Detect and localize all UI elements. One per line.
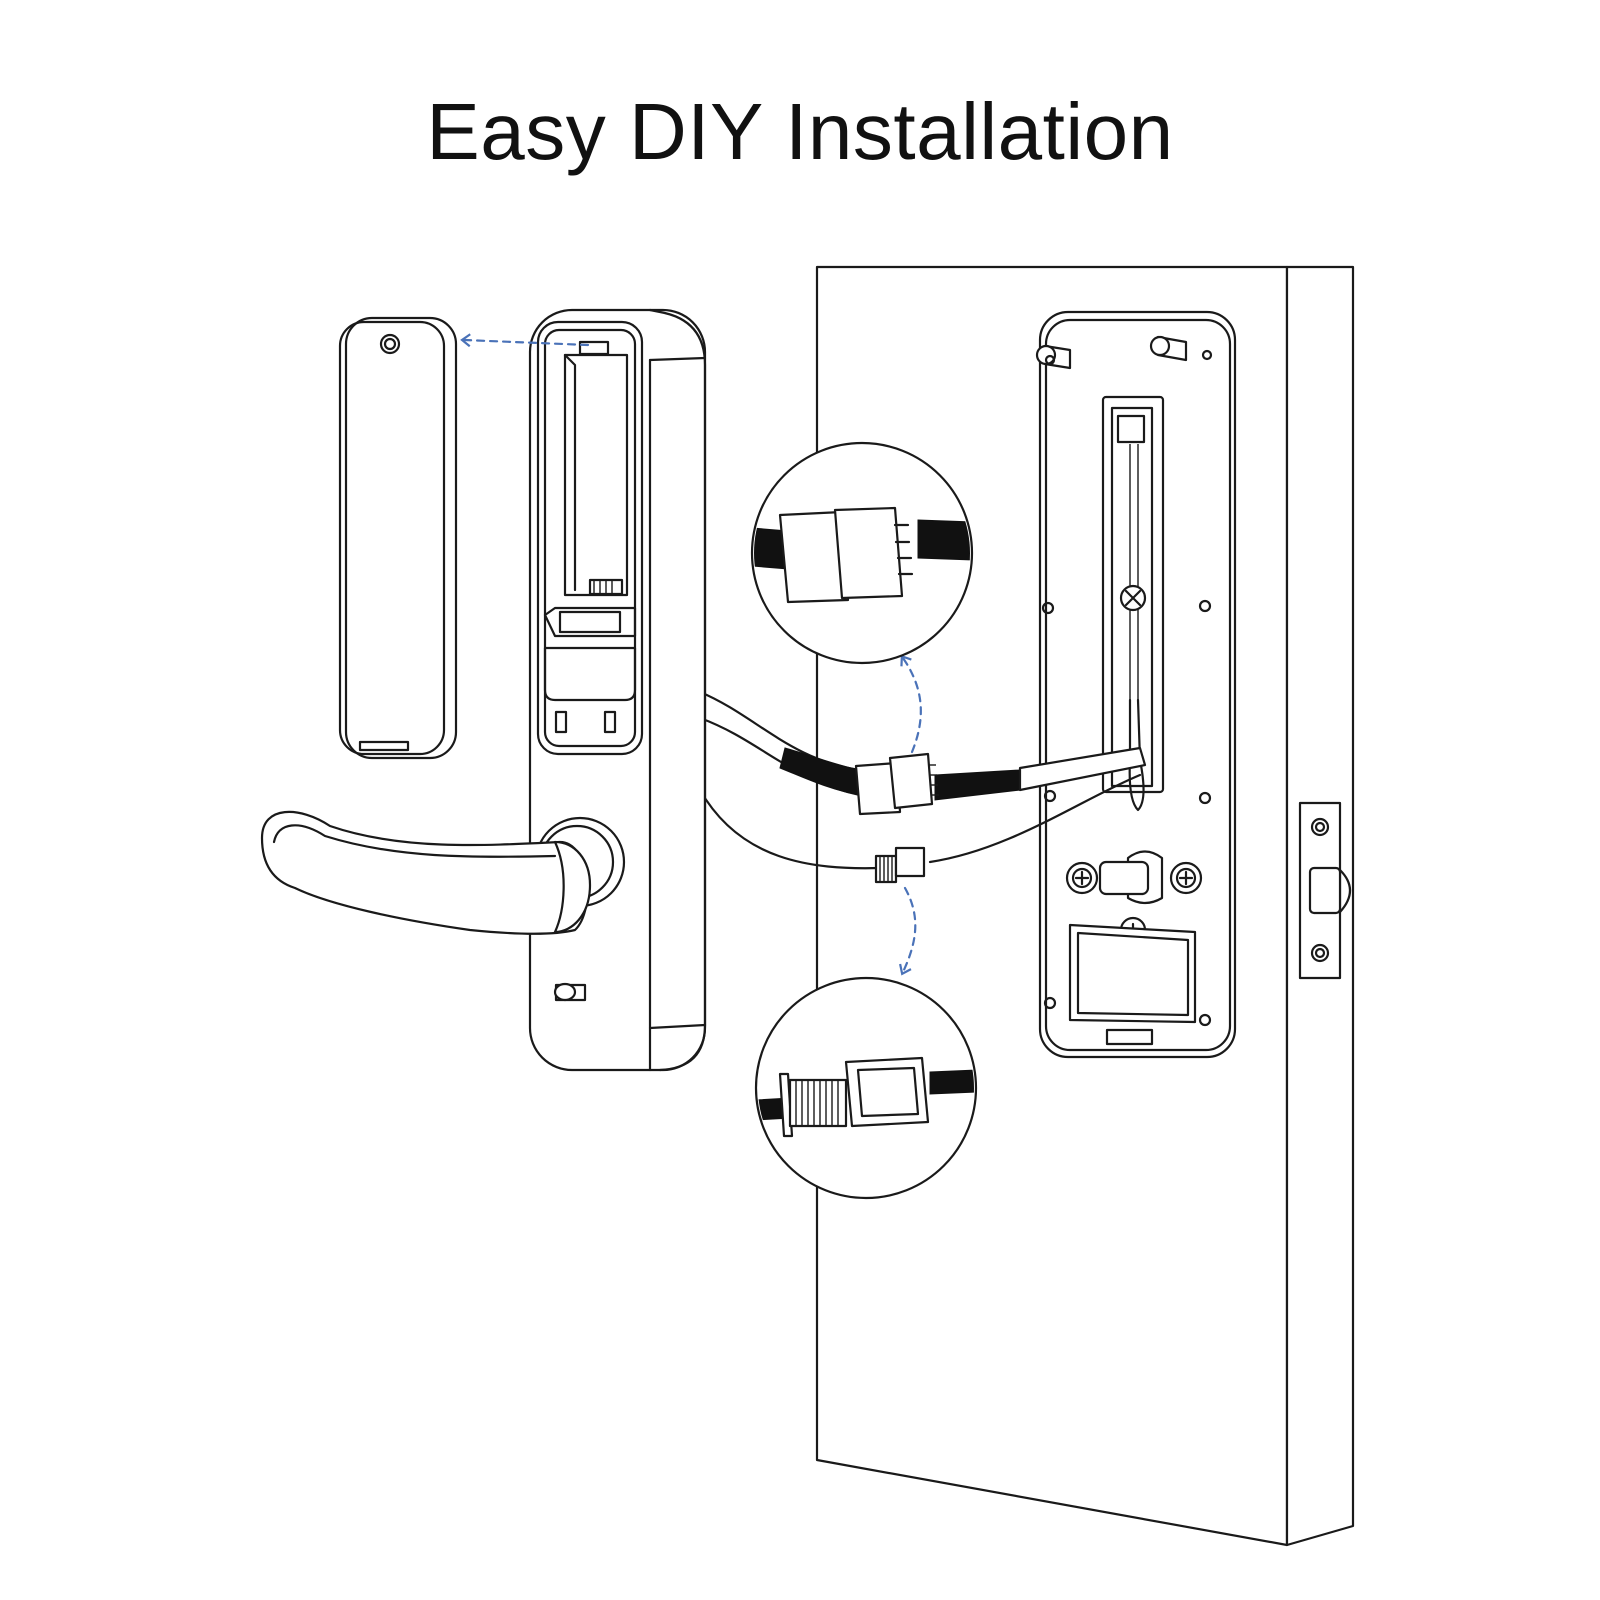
page-title: Easy DIY Installation: [426, 87, 1174, 176]
coax-connector: [874, 846, 926, 884]
spindle-hub: [1065, 850, 1203, 905]
latch-plate: [1298, 801, 1352, 980]
exterior-lock-body: [528, 308, 707, 1072]
cables: [698, 690, 1147, 884]
screw-icon: [1119, 584, 1147, 612]
battery-cover: [338, 316, 458, 760]
lever-handle: [260, 810, 592, 935]
dashed-arrow-icon: [460, 333, 922, 976]
coax-zoom-icon: [754, 976, 978, 1200]
mounting-posts: [1035, 335, 1188, 370]
ribbon-connector: [854, 752, 939, 816]
interior-plate: [1035, 310, 1237, 1059]
connector-zoom-icon: [750, 441, 974, 665]
